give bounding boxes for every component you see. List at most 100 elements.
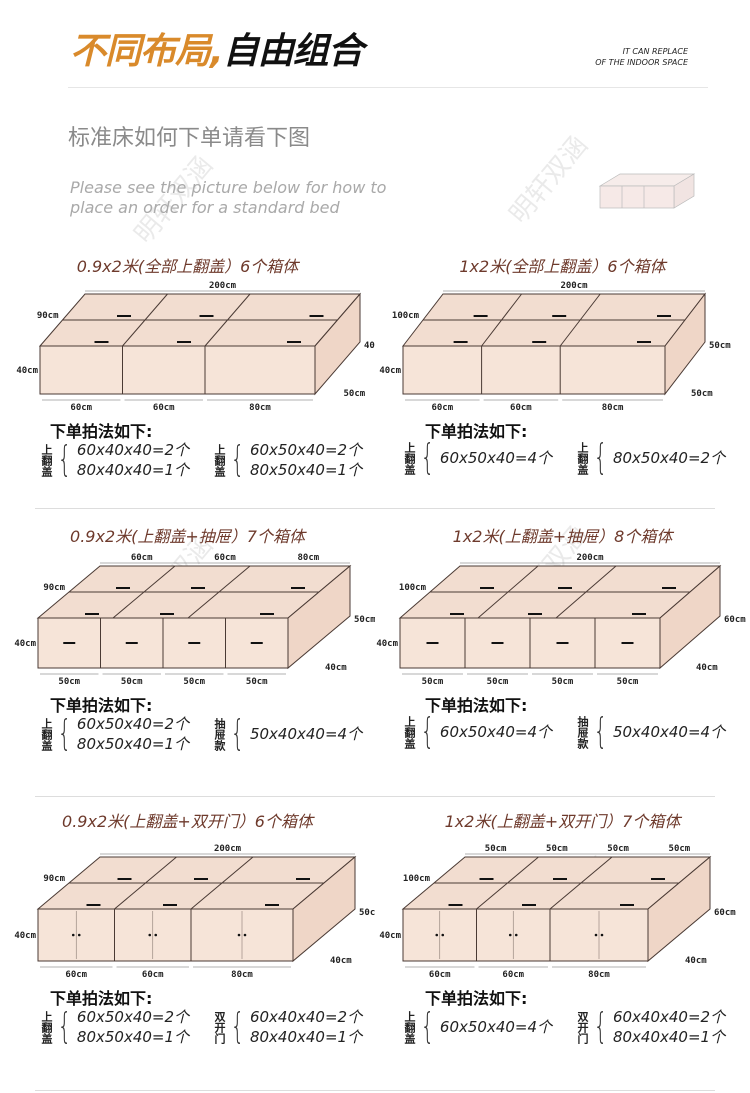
lid-divider-line — [549, 856, 613, 910]
order-lines: 50x40x40=4个 — [613, 722, 725, 742]
side-dimension-label: 90cm — [43, 583, 65, 593]
brace-icon: { — [230, 713, 245, 754]
depth-dimension-label: 40cm — [325, 663, 347, 673]
depth-dimension-label: 40cm — [696, 663, 718, 673]
order-lines: 60x40x40=2个 80x40x40=1个 — [613, 1007, 725, 1047]
order-method-heading: 下单拍法如下: — [425, 696, 528, 715]
top-dimension-label: 60cm — [214, 553, 236, 563]
order-group: 抽屉款{50x40x40=4个 — [576, 714, 725, 750]
order-method-heading: 下单拍法如下: — [50, 696, 153, 715]
depth-dimension-label: 50cm — [359, 908, 375, 918]
bottom-dimension-label: 60cm — [65, 970, 87, 980]
order-spec-list: 上翻盖{60x50x40=4个上翻盖{80x50x40=2个 — [403, 440, 725, 476]
bottom-dimension-label: 50cm — [58, 677, 80, 687]
height-dimension-label: 40cm — [14, 931, 36, 941]
bottom-dimension-label: 50cm — [487, 677, 509, 687]
lid-divider-line — [477, 565, 539, 619]
lid-divider-line — [476, 856, 539, 910]
subtitle-en-line-1: Please see the picture below for how to — [70, 178, 387, 197]
lid-divider-line — [114, 856, 177, 910]
order-group-label: 双开门 — [576, 1010, 590, 1044]
order-spec-line: 60x40x40=2个 — [612, 1008, 726, 1026]
bottom-dimension-label: 60cm — [431, 403, 453, 413]
order-spec-line: 60x50x40=2个 — [76, 1008, 190, 1026]
top-dimension-label: 50cm — [669, 844, 691, 854]
top-dimension-label: 200cm — [560, 281, 588, 291]
order-method-heading: 下单拍法如下: — [425, 422, 528, 441]
brace-icon: { — [57, 1006, 72, 1047]
tagline-line-2: OF THE INDOOR SPACE — [595, 58, 688, 67]
bed-box-diagram: 60cm60cm80cm200cm90cm40cm50cm40cm — [14, 844, 375, 980]
order-spec-line: 80x40x40=1个 — [76, 461, 190, 479]
height-dimension-label: 40cm — [16, 366, 38, 376]
order-method-heading: 下单拍法如下: — [50, 989, 153, 1008]
bottom-dimension-label: 80cm — [231, 970, 253, 980]
title-black: 自由组合 — [222, 31, 364, 72]
lid-divider-line — [187, 565, 251, 619]
bottom-dimension-label: 80cm — [602, 403, 624, 413]
height-dimension-label: 40cm — [14, 639, 36, 649]
brace-icon: { — [420, 437, 435, 478]
brace-icon: { — [593, 437, 608, 478]
section-divider — [35, 1090, 715, 1091]
order-spec-line: 80x40x40=1个 — [612, 1028, 726, 1046]
depth-dimension-label: 50cm — [344, 389, 366, 399]
bottom-dimension-label: 50cm — [422, 677, 444, 687]
panel-title: 0.9x2米(上翻盖+双开门）6个箱体 — [62, 812, 313, 831]
panel-title: 0.9x2米(上翻盖+抽屉）7个箱体 — [70, 527, 305, 546]
order-spec-line: 80x50x40=1个 — [76, 735, 190, 753]
top-dimension-label: 200cm — [214, 844, 242, 854]
subtitle-chinese: 标准床如何下单请看下图 — [68, 126, 311, 151]
door-knob-icon — [435, 933, 439, 937]
panel-title: 1x2米(上翻盖+抽屉）8个箱体 — [452, 527, 673, 546]
top-dimension-label: 50cm — [607, 844, 629, 854]
bottom-dimension-label: 50cm — [183, 677, 205, 687]
panel-title: 0.9x2米(全部上翻盖）6个箱体 — [76, 257, 299, 276]
order-spec-line: 60x50x40=4个 — [439, 449, 553, 467]
title-orange: 不同布局, — [70, 31, 224, 72]
brace-icon: { — [420, 711, 435, 752]
lid-divider-line — [122, 293, 168, 347]
door-knob-icon — [77, 933, 81, 937]
bottom-dimension-label: 60cm — [429, 970, 451, 980]
main-title: 不同布局,自由组合 — [70, 22, 364, 74]
subtitle-en-line-2: place an order for a standard bed — [70, 198, 340, 217]
bottom-dimension-label: 60cm — [502, 970, 524, 980]
brace-icon: { — [420, 1006, 435, 1047]
door-knob-icon — [594, 933, 598, 937]
order-spec-list: 上翻盖{60x50x40=4个抽屉款{50x40x40=4个 — [403, 714, 725, 750]
height-dimension-label: 40cm — [376, 639, 398, 649]
order-group-label: 上翻盖 — [403, 1010, 416, 1044]
bed-box-diagram: 60cm60cm80cm200cm90cm40cm40cm50cm — [16, 281, 375, 413]
bottom-dimension-label: 60cm — [153, 403, 175, 413]
watermark: 明轩双涵 — [504, 130, 594, 230]
lid-divider-line — [112, 565, 176, 619]
order-spec-line: 60x40x40=2个 — [249, 1008, 363, 1026]
door-knob-icon — [508, 933, 512, 937]
bottom-dimension-label: 50cm — [121, 677, 143, 687]
door-knob-icon — [514, 933, 518, 937]
bottom-dimension-label: 80cm — [249, 403, 271, 413]
lid-divider-line — [481, 293, 522, 347]
depth-dimension-label: 40cm — [364, 341, 375, 351]
side-dimension-label: 90cm — [43, 874, 65, 884]
order-method-heading: 下单拍法如下: — [425, 989, 528, 1008]
order-group-label: 上翻盖 — [403, 441, 416, 475]
order-group-label: 上翻盖 — [213, 443, 227, 477]
